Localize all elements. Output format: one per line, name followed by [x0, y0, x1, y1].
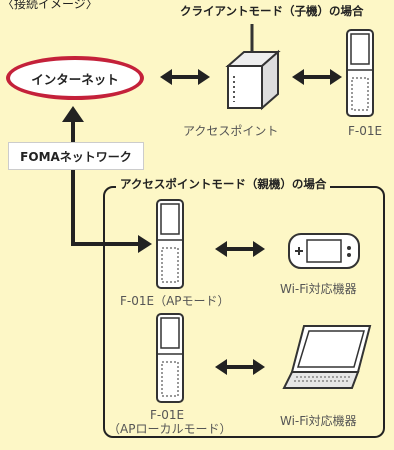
ap-mode-phone-label: F-01E（APモード）	[120, 294, 230, 308]
header-caption: 〈接続イメージ〉	[2, 0, 98, 11]
local-mode-phone-label-line1: F-01E	[150, 408, 185, 422]
double-arrow-icon	[160, 69, 210, 85]
double-arrow-icon	[215, 359, 265, 375]
handheld-game-icon	[288, 233, 360, 269]
network-connection-line	[62, 106, 152, 253]
access-point-label: アクセスポイント	[183, 124, 279, 138]
foma-network-box: FOMAネットワーク	[8, 142, 144, 170]
ap-mode-title: アクセスポイントモード（親機）の場合	[116, 177, 331, 191]
local-mode-phone-label-line2: （APローカルモード）	[108, 422, 232, 436]
access-point-icon	[225, 24, 281, 111]
internet-label: インターネット	[31, 71, 119, 87]
wifi-device-label-2: Wi-Fi対応機器	[280, 414, 357, 428]
foma-label: FOMAネットワーク	[20, 149, 132, 164]
phone-icon	[156, 199, 184, 289]
wifi-device-label-1: Wi-Fi対応機器	[280, 282, 357, 296]
phone-label-top: F-01E	[348, 124, 383, 138]
double-arrow-icon	[215, 241, 265, 257]
client-mode-title: クライアントモード（子機）の場合	[180, 4, 364, 18]
double-arrow-icon	[292, 69, 342, 85]
laptop-icon	[282, 325, 372, 389]
phone-icon	[346, 29, 374, 117]
phone-icon	[156, 313, 184, 403]
internet-oval: インターネット	[6, 56, 144, 100]
ap-mode-box	[103, 186, 385, 438]
